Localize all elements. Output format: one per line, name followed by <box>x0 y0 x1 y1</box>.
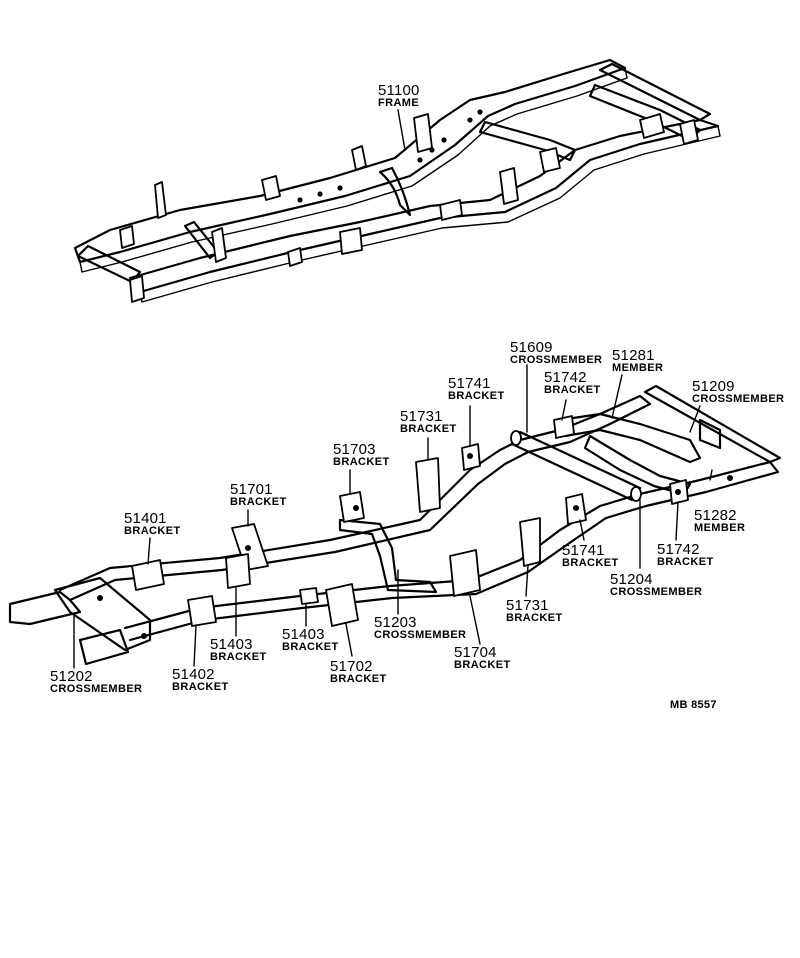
part-number: 51100 <box>378 82 420 99</box>
part-name: CROSSMEMBER <box>510 354 603 366</box>
part-number: 51401 <box>124 510 167 527</box>
callout-51403-b: 51403 BRACKET <box>282 627 339 653</box>
part-number: 51282 <box>694 507 737 524</box>
part-number: 51609 <box>510 339 553 356</box>
part-name: CROSSMEMBER <box>610 586 703 598</box>
part-number: 51281 <box>612 347 655 364</box>
part-number: 51742 <box>544 369 587 386</box>
part-number: 51203 <box>374 614 417 631</box>
callout-51203: 51203 CROSSMEMBER <box>374 615 466 641</box>
part-name: BRACKET <box>172 681 229 693</box>
part-name: CROSSMEMBER <box>374 629 467 641</box>
part-name: CROSSMEMBER <box>50 683 143 695</box>
callout-51209: 51209 CROSSMEMBER <box>692 379 784 405</box>
part-name: BRACKET <box>333 456 390 468</box>
callout-51741-top: 51741 BRACKET <box>448 376 505 402</box>
callout-51731-top: 51731 BRACKET <box>400 409 457 435</box>
part-name: BRACKET <box>448 390 505 402</box>
callout-51609: 51609 CROSSMEMBER <box>510 340 602 366</box>
callout-51403-a: 51403 BRACKET <box>210 637 267 663</box>
part-number: 51741 <box>562 542 605 559</box>
reference-code: MB 8557 <box>670 699 717 711</box>
callout-51742-bottom: 51742 BRACKET <box>657 542 714 568</box>
part-number: 51204 <box>610 571 653 588</box>
part-name: MEMBER <box>612 362 664 374</box>
part-number: 51403 <box>210 636 253 653</box>
callout-51282: 51282 MEMBER <box>694 508 745 534</box>
callout-51704: 51704 BRACKET <box>454 645 511 671</box>
assembled-frame-drawing <box>73 58 721 303</box>
part-number: 51731 <box>506 597 549 614</box>
part-number: 51742 <box>657 541 700 558</box>
callout-51741-bottom: 51741 BRACKET <box>562 543 619 569</box>
part-number: 51731 <box>400 408 443 425</box>
part-number: 51403 <box>282 626 325 643</box>
part-number: 51704 <box>454 644 497 661</box>
part-number: 51702 <box>330 658 373 675</box>
part-number: 51741 <box>448 375 491 392</box>
callout-51402: 51402 BRACKET <box>172 667 229 693</box>
part-number: 51202 <box>50 668 93 685</box>
part-name: BRACKET <box>454 659 511 671</box>
callout-51731-bottom: 51731 BRACKET <box>506 598 563 624</box>
leader-lines <box>73 109 713 669</box>
part-name: BRACKET <box>657 556 714 568</box>
part-name: BRACKET <box>544 384 601 396</box>
callout-51401: 51401 BRACKET <box>124 511 181 537</box>
part-name: CROSSMEMBER <box>692 393 785 405</box>
callout-51702: 51702 BRACKET <box>330 659 387 685</box>
part-name: BRACKET <box>230 496 287 508</box>
part-name: BRACKET <box>506 612 563 624</box>
part-name: BRACKET <box>400 423 457 435</box>
callout-51204: 51204 CROSSMEMBER <box>610 572 702 598</box>
part-number: 51209 <box>692 378 735 395</box>
part-name: BRACKET <box>282 641 339 653</box>
part-name: BRACKET <box>124 525 181 537</box>
callout-51742-top: 51742 BRACKET <box>544 370 601 396</box>
callout-51100: 51100 FRAME <box>378 83 420 109</box>
callout-51703: 51703 BRACKET <box>333 442 390 468</box>
part-name: BRACKET <box>330 673 387 685</box>
part-number: 51701 <box>230 481 273 498</box>
callout-51202: 51202 CROSSMEMBER <box>50 669 142 695</box>
part-name: MEMBER <box>694 522 746 534</box>
part-name: BRACKET <box>210 651 267 663</box>
part-name: FRAME <box>378 97 420 109</box>
callout-51701: 51701 BRACKET <box>230 482 287 508</box>
part-name: BRACKET <box>562 557 619 569</box>
part-number: 51703 <box>333 441 376 458</box>
exploded-frame-drawing <box>8 384 782 666</box>
callout-51281: 51281 MEMBER <box>612 348 663 374</box>
part-number: 51402 <box>172 666 215 683</box>
